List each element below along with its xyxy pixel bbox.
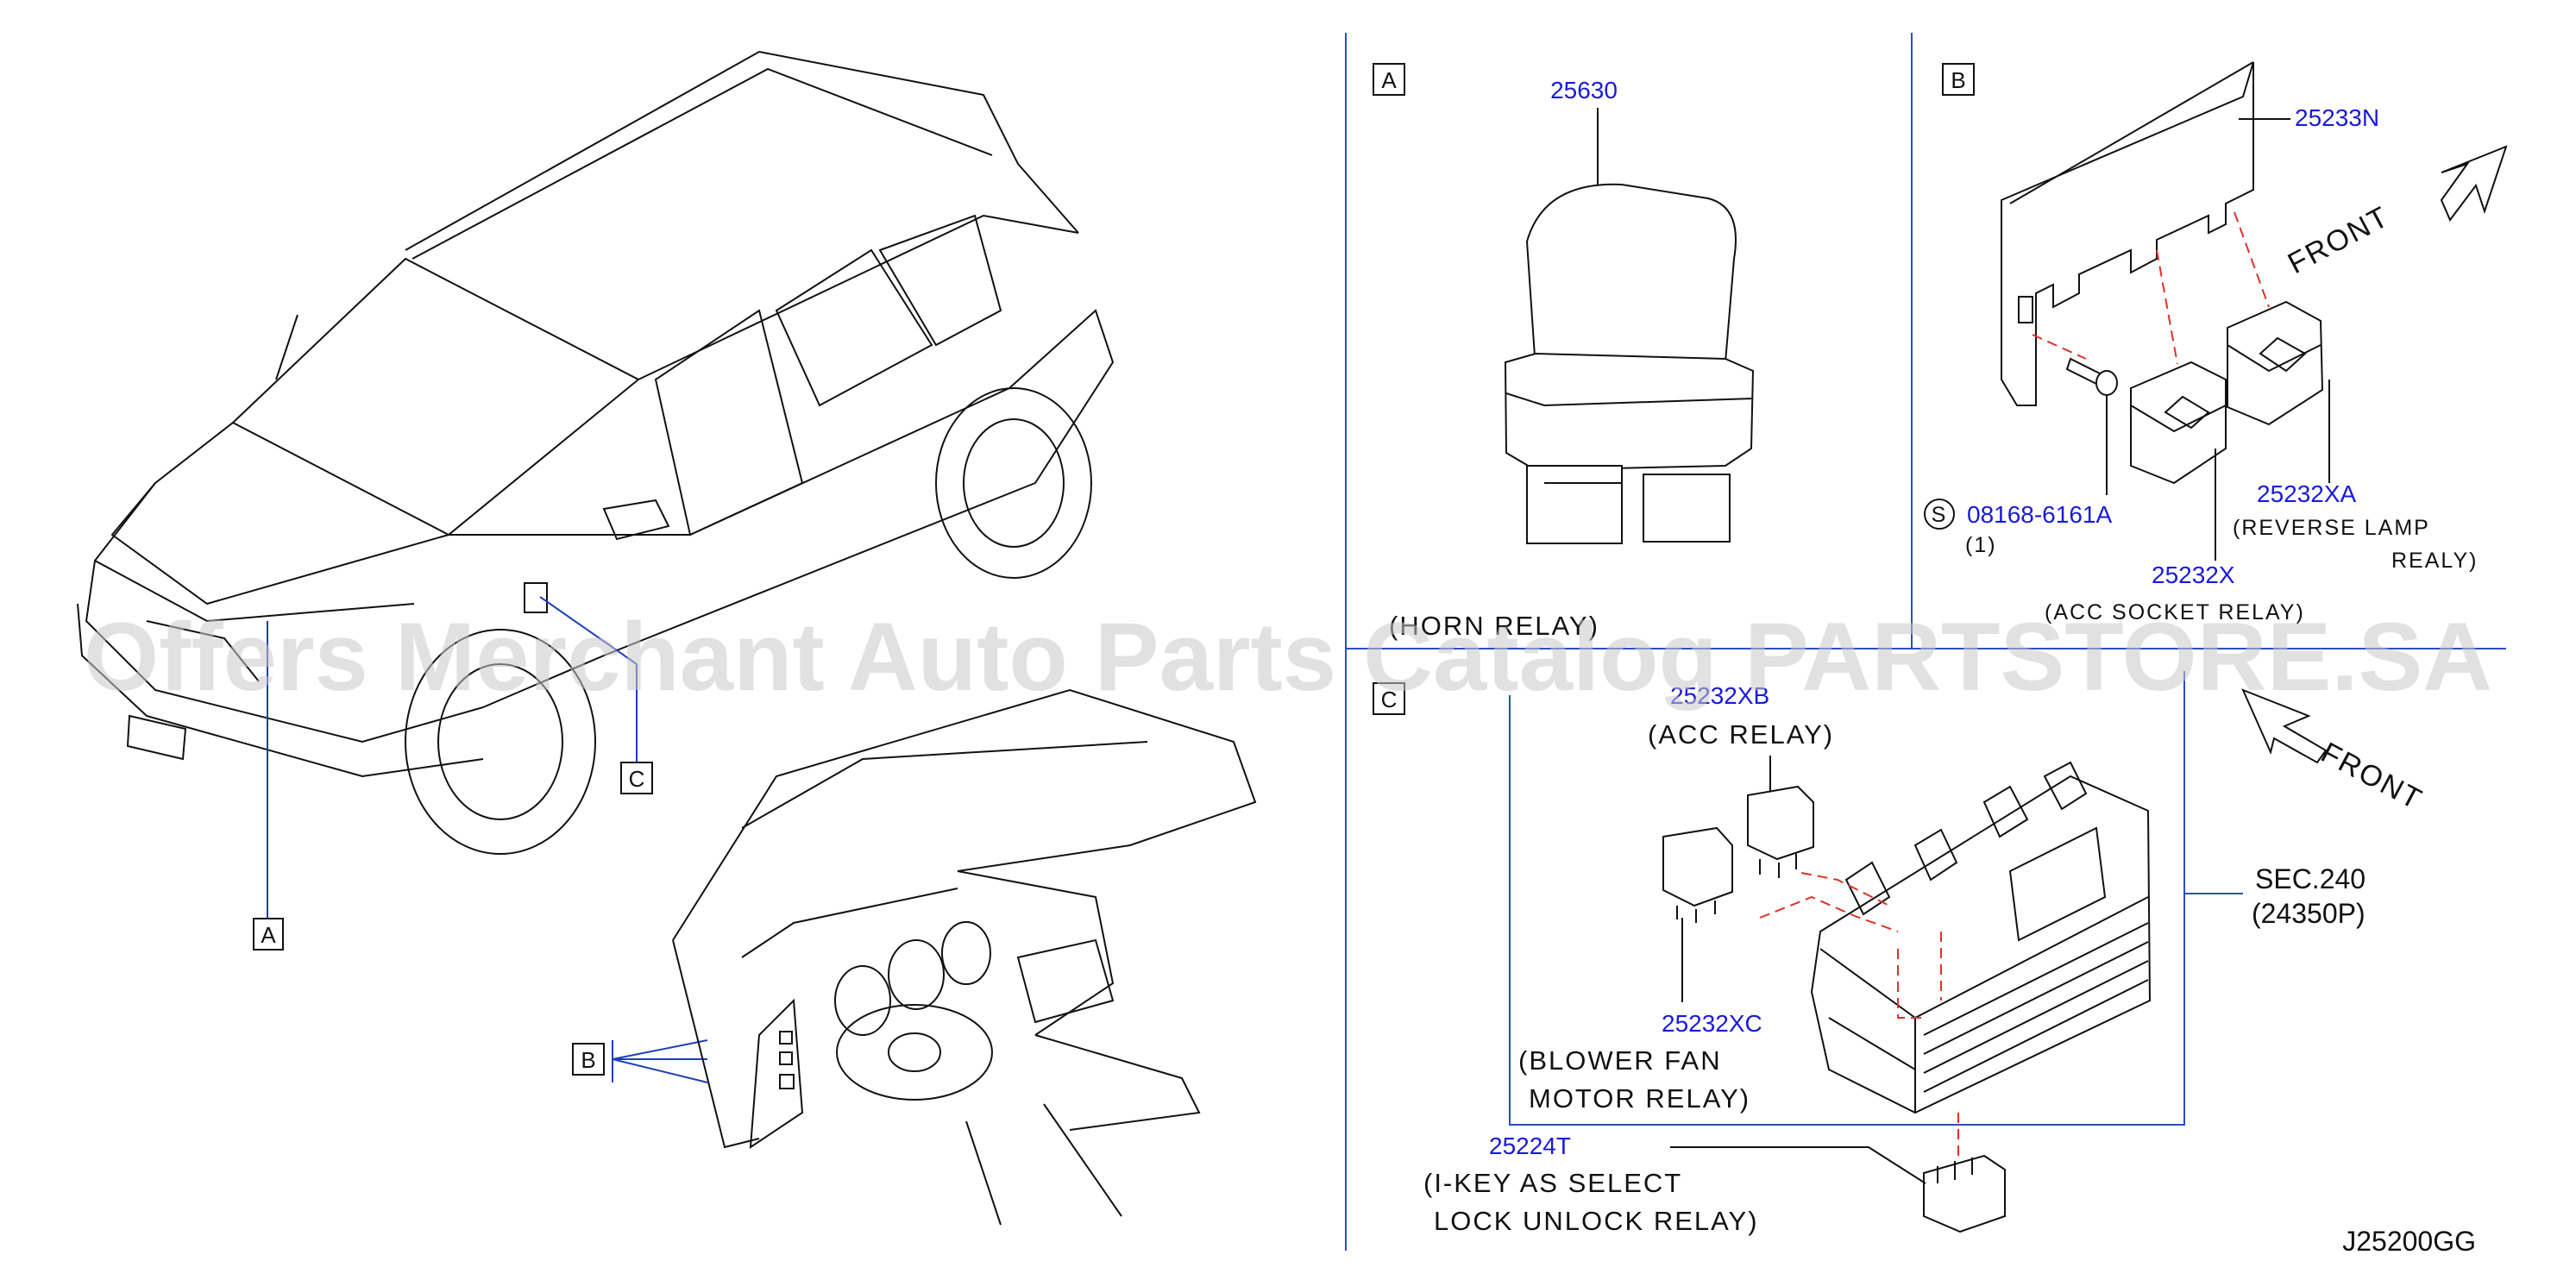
acc-socket-relay-part-number: 25232X	[2152, 562, 2235, 588]
horn-relay-part-number: 25630	[1550, 77, 1618, 104]
vehicle-overview	[77, 50, 1115, 855]
horn-relay-drawing	[1504, 183, 1755, 544]
ikey-relay-desc-1: (I-KEY AS SELECT	[1423, 1168, 1682, 1198]
blower-fan-motor-relay-desc-2: MOTOR RELAY)	[1529, 1083, 1750, 1114]
screw-symbol-circle	[1924, 499, 1955, 530]
reverse-lamp-relay-part-number: 25232XA	[2257, 480, 2357, 507]
screw-drawing	[2065, 357, 2118, 396]
svg-text:A: A	[1381, 67, 1397, 93]
ikey-relay-part-number: 25224T	[1489, 1133, 1571, 1159]
panel-c: C FRONT 25232XB (ACC RELAY)	[1373, 671, 2428, 1236]
screw-part-number: 08168-6161A	[1967, 501, 2112, 528]
acc-socket-relay-description: (ACC SOCKET RELAY)	[2045, 600, 2305, 624]
section-reference-part: (24350P)	[2252, 898, 2366, 929]
panel-a-letter-box	[1373, 63, 1405, 96]
bracket-part-number: 25233N	[2295, 104, 2379, 131]
panel-c-letter-box	[1373, 682, 1405, 715]
overview-leaders	[267, 596, 708, 1083]
ikey-relay-desc-2: LOCK UNLOCK RELAY)	[1434, 1206, 1759, 1236]
blower-fan-motor-relay-desc-1: (BLOWER FAN	[1518, 1045, 1722, 1076]
screw-symbol: S	[1932, 503, 1948, 527]
svg-text:A: A	[261, 922, 276, 948]
acc-socket-relay-drawing	[2130, 361, 2227, 485]
screw-quantity: (1)	[1965, 533, 1997, 557]
dashboard-overview	[672, 688, 1257, 1226]
panel-dividers	[1345, 33, 2506, 1251]
section-reference: SEC.240	[2255, 863, 2366, 894]
reverse-lamp-relay-drawing	[2227, 300, 2324, 426]
ikey-relay-drawing	[1923, 1154, 2006, 1233]
diagram-code: J25200GG	[2342, 1226, 2476, 1257]
svg-text:B: B	[581, 1047, 595, 1073]
fuse-block-drawing	[1810, 761, 2152, 1114]
svg-text:B: B	[1951, 67, 1965, 93]
panel-b: B FRONT 25233N	[1924, 61, 2508, 624]
overview-label-b: B	[572, 1043, 605, 1076]
panel-a: A 25630 (HORN RELAY)	[1373, 63, 1755, 641]
acc-relay-drawing	[1747, 785, 1814, 878]
blower-fan-motor-relay-drawing	[1662, 826, 1733, 923]
horn-relay-description: (HORN RELAY)	[1389, 611, 1599, 641]
front-arrow-icon	[2241, 688, 2328, 764]
front-arrow-icon	[2440, 145, 2508, 222]
watermark: Offers Merchant Auto Parts Catalog PARTS…	[84, 603, 2492, 711]
svg-text:C: C	[1381, 687, 1398, 712]
blower-fan-motor-relay-part-number: 25232XC	[1662, 1010, 1762, 1037]
acc-relay-part-number: 25232XB	[1670, 682, 1769, 709]
acc-relay-description: (ACC RELAY)	[1648, 719, 1834, 750]
front-label-b: FRONT	[2283, 200, 2395, 280]
panel-b-letter-box	[1942, 63, 1975, 96]
reverse-lamp-relay-desc-1: (REVERSE LAMP	[2233, 516, 2430, 540]
overview-label-c: C	[620, 762, 653, 794]
svg-text:C: C	[629, 766, 645, 792]
front-label-c: FRONT	[2315, 737, 2428, 817]
relay-bracket-drawing	[2001, 61, 2254, 406]
reverse-lamp-relay-desc-2: REALY)	[2391, 549, 2478, 573]
overview-label-a: A	[253, 918, 284, 951]
